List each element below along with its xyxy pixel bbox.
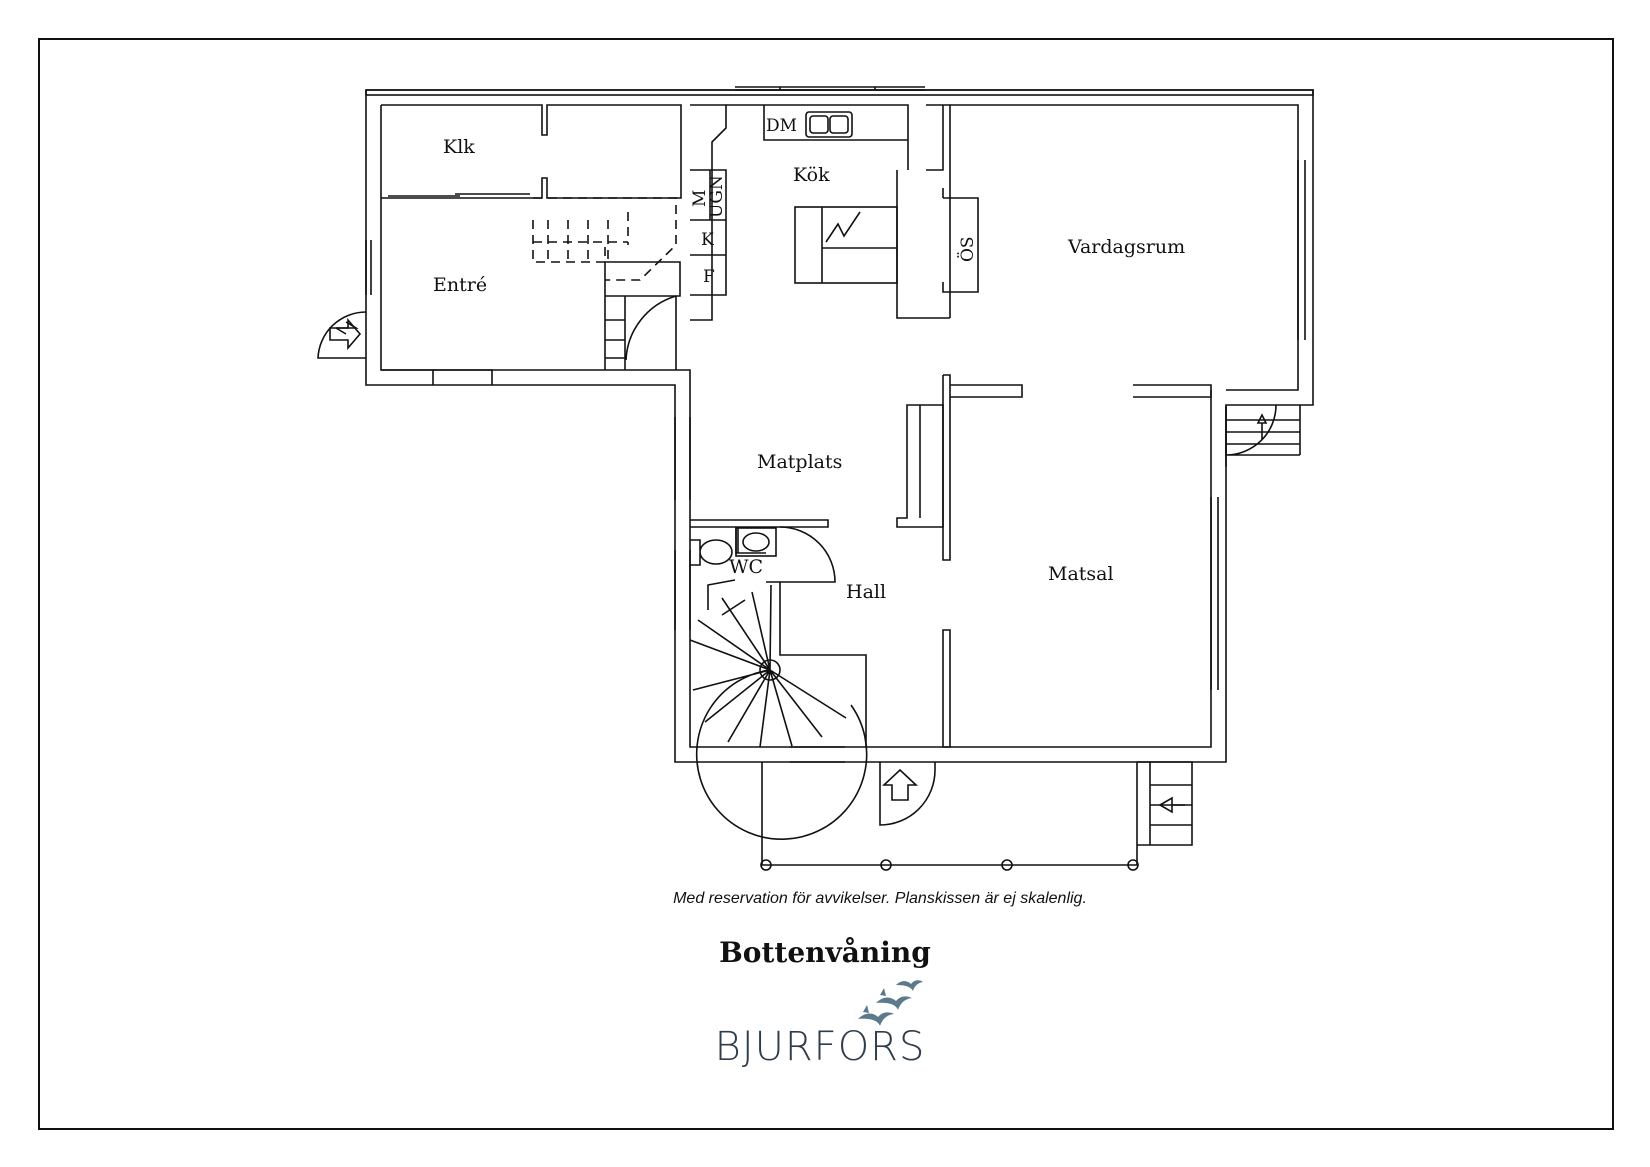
sideboard [896,404,944,528]
wc-wall [690,519,829,528]
fixture-label-dm: DM [766,116,797,136]
window-vardagsrum [1297,160,1306,340]
fixture-label-f: F [703,267,715,287]
door-front [879,762,936,826]
fixture-label-os: ÖS [957,236,978,262]
partition-hall-left [942,375,951,561]
floor-title: Bottenvåning [719,936,931,969]
partition-hall-right [942,629,951,748]
partition-vardagsrum [943,374,1212,398]
door-entre-stairs [625,295,677,370]
wall-klk [381,104,682,199]
room-label-kok: Kök [793,164,830,186]
stairs-lower [604,261,681,370]
wall-kitchen-top [690,104,727,321]
fixture-label-m: M [690,190,710,207]
room-label-matplats: Matplats [757,451,842,473]
room-label-vardagsrum: Vardagsrum [1067,236,1185,258]
door-wc [779,526,836,583]
fixture-label-k: K [701,230,714,250]
room-label-matsal: Matsal [1048,563,1114,585]
hob-symbol [825,211,861,243]
room-label-wc: WC [729,556,763,578]
wall-kitchen-right [926,104,951,318]
post [760,859,772,871]
appliance-column [690,169,727,296]
window-matplats [674,417,691,500]
kitchen-island [794,206,898,284]
steps-right [1226,405,1301,455]
post [1001,859,1013,871]
fireplace [896,170,979,319]
stairs-upper [532,197,677,281]
window-wc [674,550,691,630]
room-label-entre: Entré [433,274,487,296]
post [880,859,892,871]
window-top [735,86,925,91]
outer-wall [366,89,1314,467]
wc-inner [735,527,766,554]
spiral-stair [689,584,868,840]
toilet [690,539,733,566]
steps-terrace [1137,761,1193,846]
window-entre-left [365,240,372,295]
logo-birds-icon [858,980,923,1026]
wall-left-wing-inner [380,105,1212,748]
room-label-hall: Hall [846,581,886,603]
terrace [761,762,1138,866]
page-border [38,38,1614,1130]
window-entre-bottom [381,369,493,385]
window-matsal [1210,497,1219,690]
wall-left-wing [365,90,1227,763]
disclaimer-text: Med reservation för avvikelser. Planskis… [673,890,1087,907]
window-stairs [790,746,845,763]
wall-klk-sliding [388,193,530,197]
wall-dm-unit [763,105,908,141]
brand-name: BJURFORS [714,1024,926,1070]
wall-kitchen-top2 [726,104,909,170]
washbasin [735,527,777,557]
post [1127,859,1139,871]
wc-spiral-wall [766,581,867,747]
door-right [1225,404,1300,456]
room-label-klk: Klk [443,136,475,158]
fixture-label-ugn: UGN [707,175,727,218]
sink [805,111,853,138]
